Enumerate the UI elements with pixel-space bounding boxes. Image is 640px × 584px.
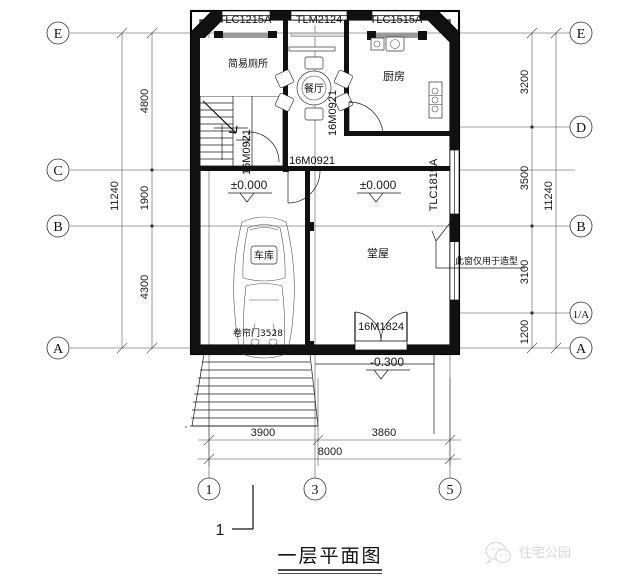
entry-steps [185,353,319,428]
grid-label: 1 [206,483,213,498]
room-label-dining: 餐厅 [304,82,324,95]
dim-right-1: 3200 [519,70,531,94]
dim-right-4: 1200 [519,320,531,344]
level-mark-garage: ±0.000 [228,178,272,203]
tag-top-left: TLC1215A [219,14,272,26]
window-note: 此窗仅用于造型 [431,222,525,269]
room-label-kitchen: 厨房 [383,70,405,83]
dim-bottom-1: 3900 [251,427,275,439]
grid-bubble-C-left: C [46,158,70,182]
tag-stair-door: 16M0921 [241,129,253,175]
grid-bubble-E-left: E [46,21,70,45]
grid-bubbles-left: E C B A [46,21,70,360]
garage-rolling-door [200,345,306,354]
room-label-garage-box: 车库 [254,249,274,262]
dim-left-total: 11240 [109,181,121,211]
section-mark-label: 1 [216,522,225,539]
section-mark: 1 [216,485,254,539]
grid-bubble-A-right: A [569,336,593,360]
grid-bubbles-bottom: 1 3 5 [197,477,462,501]
grid-label: B [53,220,62,235]
grid-label: E [577,27,586,42]
tag-top-right: TLC1515A [370,14,423,26]
grid-bubble-1A-right: 1/A [569,301,593,325]
terrace [315,353,435,434]
dimensions-right: 3200 3500 3100 1200 11240 [519,27,562,354]
top-windows [221,10,421,21]
grid-bubble-3-bottom: 3 [303,477,327,501]
drawing-title-group: 一层平面图 [277,545,382,574]
grid-label: 1/A [573,309,590,321]
staircase [199,95,284,167]
tag-inner-door: 16M0921 [289,155,335,167]
front-double-door [354,311,408,351]
dimensions-left: 11240 4800 1900 4300 [109,27,158,354]
tag-garage-door: 卷帘门3528 [233,327,283,339]
tag-kitchen-door: 16M0921 [327,90,339,136]
dim-right-total: 11240 [543,181,555,211]
opening-tags: TLC1215A TLM2124 TLC1515A TLC1815A 16M09… [219,14,440,339]
tag-front-door: 16M1824 [358,321,404,333]
grid-label: A [576,342,587,357]
grid-bubble-1-bottom: 1 [197,477,221,501]
dining-set [275,46,353,121]
right-window [449,149,460,301]
room-label-hall: 堂屋 [367,247,389,260]
grid-label: C [53,164,62,179]
level-mark-hall: ±0.000 [357,178,401,203]
dim-left-3: 4300 [139,275,151,299]
wechat-icon [484,541,512,565]
level-markers: ±0.000 ±0.000 -0.300 [228,178,410,380]
grid-label: 5 [447,483,454,498]
dim-right-2: 3500 [519,166,531,190]
dim-bottom-total: 8000 [318,446,342,458]
watermark: 住宅公园 [484,541,571,565]
tag-right-window: TLC1815A [428,158,440,211]
kitchen-fixtures [348,36,443,137]
dim-right-3: 3100 [519,260,531,284]
dimensions-bottom: 3900 3860 8000 [198,378,461,466]
grid-label: D [576,121,586,136]
level-value: ±0.000 [231,178,268,192]
watermark-text: 住宅公园 [519,546,571,561]
grid-label: 3 [312,483,319,498]
room-labels: 简易厕所 餐厅 厨房 车库 堂屋 [228,57,405,262]
grid-bubble-A-left: A [46,336,70,360]
level-value: -0.300 [370,355,404,369]
grid-bubbles-right: E D B 1/A A [569,21,593,360]
grid-label: A [53,342,64,357]
note-text: 此窗仅用于造型 [455,255,518,267]
inner-door-garage [283,166,321,204]
inner-door-stair [248,131,280,163]
drawing-title: 一层平面图 [277,545,382,567]
dim-left-2: 1900 [139,186,151,210]
grid-label: B [576,220,585,235]
grid-label: E [54,27,63,42]
level-mark-terrace: -0.300 [366,355,410,380]
level-value: ±0.000 [360,178,397,192]
dim-left-1: 4800 [139,89,151,113]
tag-top-mid: TLM2124 [296,14,342,26]
grid-bubble-B-right: B [569,214,593,238]
grid-bubble-E-right: E [569,21,593,45]
dim-bottom-2: 3860 [372,427,396,439]
grid-bubble-B-left: B [46,214,70,238]
grid-bubble-5-bottom: 5 [438,477,462,501]
grid-bubble-D-right: D [569,115,593,139]
room-label-garage: 车库 [254,249,274,262]
toilet-room [200,38,283,96]
room-label-toilet: 简易厕所 [228,57,268,70]
